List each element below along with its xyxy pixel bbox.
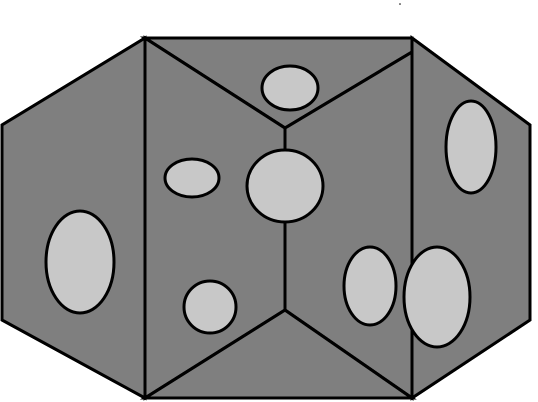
hole-left-side	[44, 209, 116, 315]
hole-inner-left-small	[163, 157, 221, 199]
hole-inner-right	[342, 245, 398, 327]
hole-center-large	[245, 148, 325, 224]
hole-inner-left-bottom	[182, 279, 238, 335]
hole-right-edge	[402, 245, 472, 349]
hole-right-side-top	[444, 99, 498, 195]
top-crease-right	[284, 50, 413, 130]
bottom-crease-right	[284, 308, 413, 400]
small-dot	[399, 3, 401, 5]
hole-top	[260, 64, 320, 112]
top-crease-left	[144, 36, 286, 130]
bottom-crease-left	[144, 308, 286, 400]
